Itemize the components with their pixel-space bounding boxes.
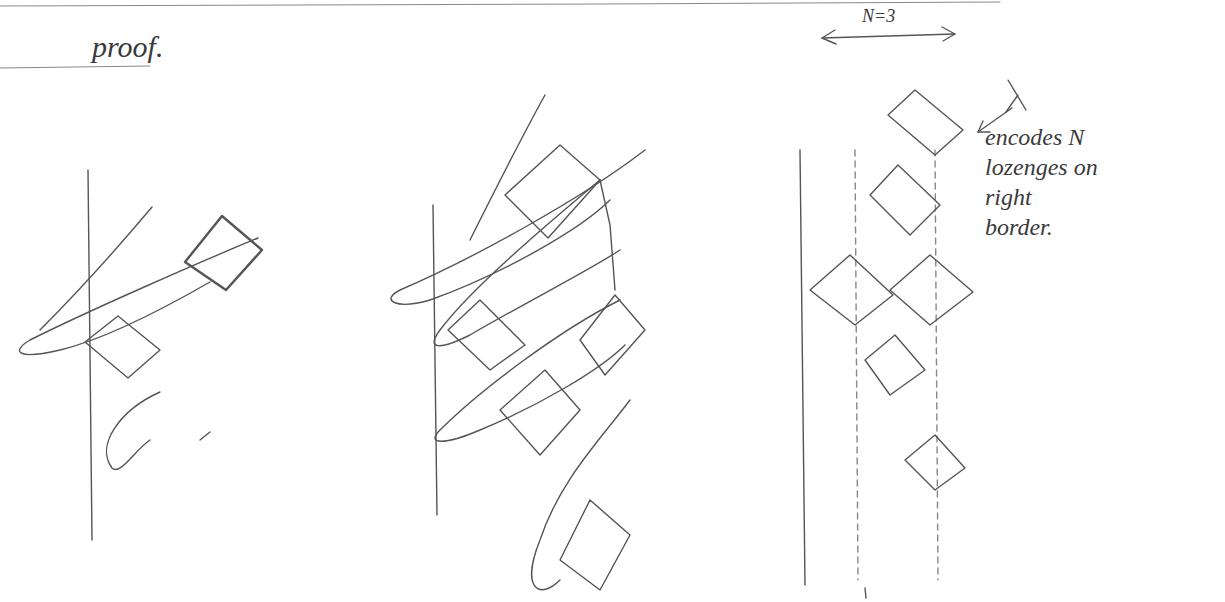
handwritten-note: encodes N lozenges on right border. bbox=[985, 122, 1103, 242]
handwritten-note: N=3 bbox=[862, 6, 942, 27]
handwritten-note: proof. bbox=[92, 30, 232, 64]
